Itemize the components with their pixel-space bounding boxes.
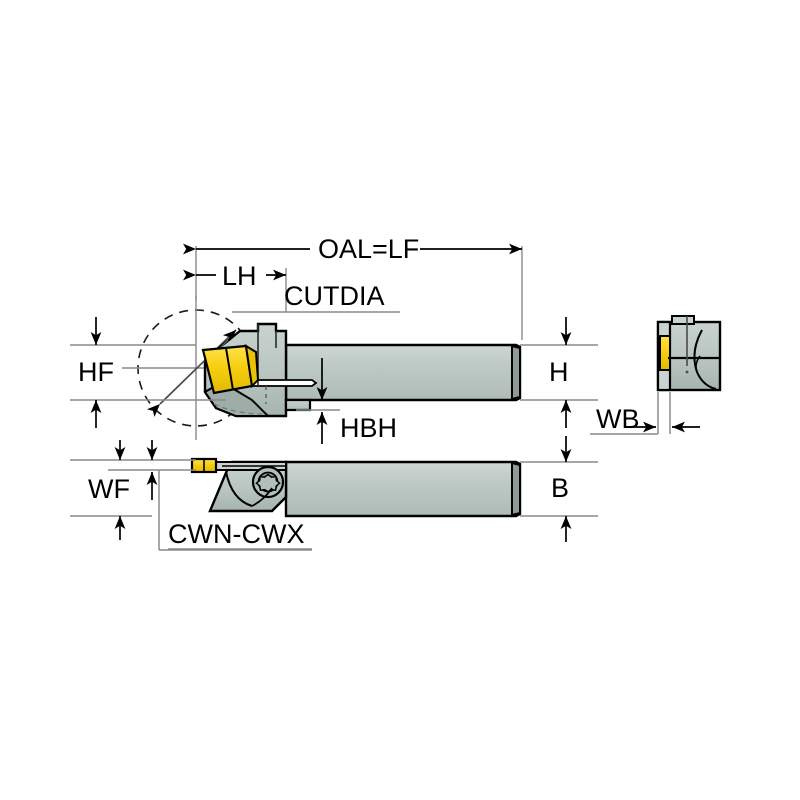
end-view-relief-curve-2 [695, 355, 701, 373]
head-top-relief-curve-2 [251, 487, 273, 507]
shank-top-profile [284, 460, 522, 518]
shank-side-profile [284, 343, 522, 402]
dim-label-b: B [551, 473, 569, 503]
dim-label-cutdia: CUTDIA [284, 281, 385, 311]
end-view-group [656, 315, 722, 392]
dim-label-h: H [549, 357, 569, 387]
side-view-group [122, 296, 522, 440]
shank-top-end-cap-shadow [511, 461, 521, 517]
dim-label-wb: WB [596, 404, 640, 434]
dimension-labels-group: OAL=LF LH CUTDIA HF H HBH WF B CWN-CWX W… [78, 234, 640, 549]
dim-label-hbh: HBH [340, 413, 397, 443]
dim-label-oal-lf: OAL=LF [318, 234, 419, 264]
top-view-group [190, 457, 522, 518]
dim-label-lh: LH [222, 261, 257, 291]
shank-bottom-step [284, 398, 312, 412]
end-view-top-tab [671, 315, 695, 325]
dim-label-wf: WF [88, 474, 130, 504]
end-view-carbide-insert [659, 335, 671, 371]
insert-rib-line [225, 347, 234, 391]
head-top-relief-curve [225, 471, 253, 507]
shank-end-cap-shadow [511, 344, 521, 401]
cutdia-diameter-arrow [146, 329, 237, 417]
dim-label-cwn-cwx: CWN-CWX [168, 519, 304, 549]
dim-label-hf: HF [78, 357, 114, 387]
head-underside-arc [213, 403, 263, 415]
torx-screw-star-icon [255, 473, 281, 493]
dimension-lines-group [70, 243, 700, 551]
end-view-center-dot [685, 370, 689, 374]
insert-nose-extension [244, 344, 260, 389]
